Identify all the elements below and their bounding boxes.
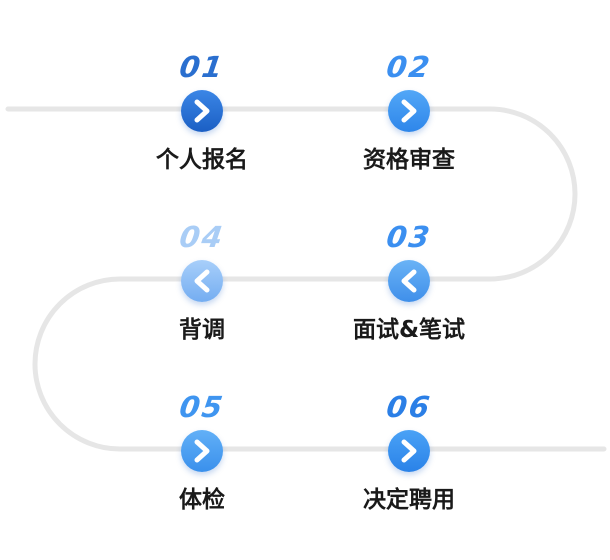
step-06: 06 决定聘用 [329,390,489,514]
step-05: 05 体检 [122,390,282,514]
step-node[interactable] [181,430,223,472]
step-02: 02 资格审查 [329,50,489,174]
step-node[interactable] [181,260,223,302]
chevron-right-icon [401,439,417,463]
step-label: 面试&笔试 [352,317,466,343]
step-number: 05 [177,390,227,424]
step-number: 04 [177,220,227,254]
step-node[interactable] [388,260,430,302]
step-label: 资格审查 [363,147,455,173]
step-04: 04 背调 [122,220,282,344]
step-number: 06 [384,390,434,424]
chevron-right-icon [194,439,210,463]
chevron-left-icon [194,269,210,293]
step-label: 个人报名 [156,147,248,173]
chevron-right-icon [194,99,210,123]
chevron-right-icon [401,99,417,123]
step-number: 02 [384,50,434,84]
chevron-left-icon [401,269,417,293]
step-number: 03 [384,220,434,254]
step-node[interactable] [388,90,430,132]
step-node[interactable] [181,90,223,132]
step-label: 背调 [179,317,225,343]
step-01: 01 个人报名 [122,50,282,174]
step-label: 决定聘用 [363,487,455,513]
step-node[interactable] [388,430,430,472]
step-number: 01 [177,50,227,84]
step-label: 体检 [179,487,225,513]
step-03: 03 面试&笔试 [329,220,489,344]
